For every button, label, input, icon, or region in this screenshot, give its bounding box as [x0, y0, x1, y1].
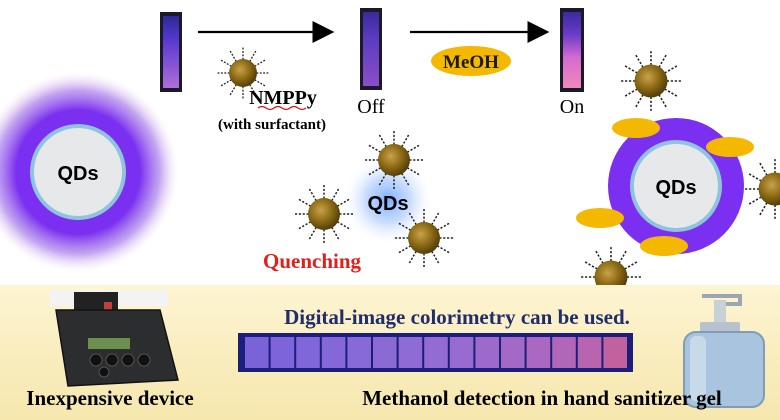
strip-cell	[449, 337, 474, 368]
off-label: Off	[357, 96, 385, 118]
meoh-molecule-icon	[576, 208, 624, 228]
meoh-molecule-icon	[640, 236, 688, 256]
strip-cell	[424, 337, 448, 368]
strip-cell	[373, 337, 397, 368]
meoh-molecule-icon	[706, 137, 754, 157]
bottom-panel: Digital-image colorimetry can be used. I…	[0, 285, 780, 420]
strip-cell	[270, 337, 295, 368]
strip-cell	[347, 337, 371, 368]
strip-cell	[526, 337, 551, 368]
cuvette-initial	[160, 12, 182, 92]
colorimetry-strip	[238, 333, 633, 372]
qds-center-label: QDs	[367, 193, 408, 215]
strip-cell	[475, 337, 499, 368]
strip-cell	[296, 337, 320, 368]
right-caption: Methanol detection in hand sanitizer gel	[362, 386, 722, 410]
cuvette-off	[360, 8, 382, 90]
spellcheck-underline	[257, 105, 307, 111]
strip-cell	[245, 337, 269, 368]
qd-left: QDs	[0, 72, 178, 272]
device-photo	[50, 290, 179, 387]
meoh-molecule-icon	[612, 118, 660, 138]
strip-cell	[398, 337, 423, 368]
strip-cell	[321, 337, 346, 368]
meoh-label: MeOH	[443, 52, 499, 73]
meoh-pill	[431, 46, 511, 76]
right-np-top-icon	[619, 49, 683, 113]
strip-cell	[577, 337, 602, 368]
quenching-label: Quenching	[263, 249, 362, 273]
qds-right-label: QDs	[655, 177, 696, 199]
qd-right: QDs	[576, 49, 780, 309]
qd-center-quenched: QDs	[293, 129, 455, 269]
left-caption: Inexpensive device	[26, 386, 193, 410]
strip-cell	[552, 337, 576, 368]
qds-left-label: QDs	[57, 163, 98, 185]
on-label: On	[560, 96, 584, 118]
right-np-edge-icon	[743, 157, 780, 221]
strip-cell	[501, 337, 525, 368]
sanitizer-bottle	[683, 294, 765, 408]
cuvette-on	[560, 8, 584, 92]
nmppy-label: NMPPy	[249, 87, 317, 109]
strip-cell	[603, 337, 627, 368]
panel-headline: Digital-image colorimetry can be used.	[284, 305, 630, 329]
surfactant-note: (with surfactant)	[218, 117, 326, 133]
